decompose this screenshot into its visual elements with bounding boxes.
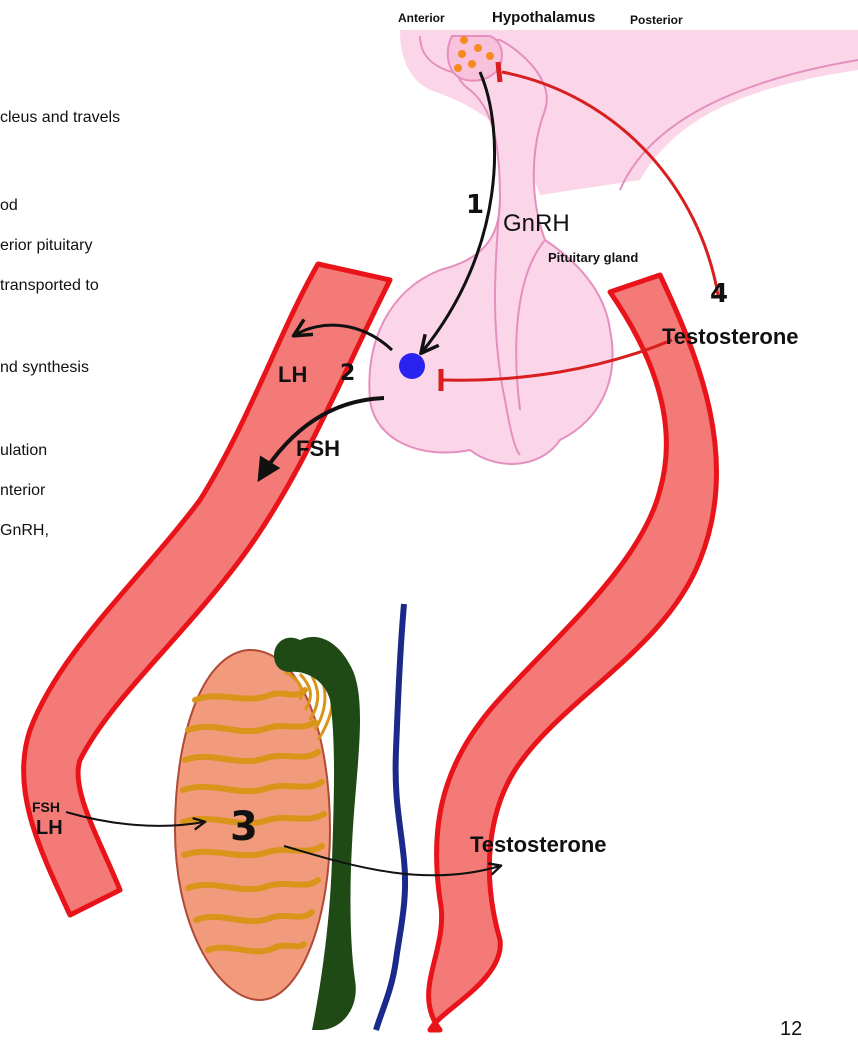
hypothalamic-nucleus [448,36,502,81]
step-2-marker: 2 [340,361,355,386]
fsh-label: FSH [296,436,340,461]
posterior-label: Posterior [630,13,683,27]
lh-small-label: LH [36,817,63,839]
anterior-label: Anterior [398,11,445,25]
step-3-marker: 3 [230,804,258,850]
pituitary-gland-label: Pituitary gland [548,250,638,265]
vas-deferens [376,604,405,1030]
hypothalamus-label: Hypothalamus [492,9,595,26]
page-number: 12 [780,1018,802,1041]
lh-label: LH [278,362,307,387]
gnrh-label: GnRH [503,210,570,237]
step-4-marker: 4 [710,279,728,309]
testosterone-feedback-label: Testosterone [662,324,799,349]
fsh-small-label: FSH [32,799,60,815]
testosterone-output-label: Testosterone [470,832,607,857]
gonadotroph-cell [399,353,425,379]
step-1-marker: 1 [466,190,484,220]
inhibition-bar-hypothalamus [498,62,500,82]
